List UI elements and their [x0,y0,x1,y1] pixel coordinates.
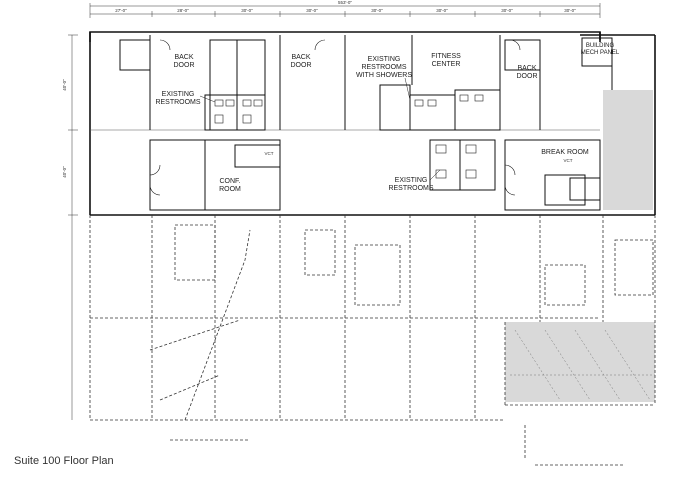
dimension-segment: 28'-0" [177,8,189,13]
room-label: EXISTING [368,56,401,63]
room-label: RESTROOMS [388,185,433,192]
vertical-dimension: 40'-0" [62,166,67,178]
room-label: BACK [517,65,536,72]
dimension-segment: 30'-0" [371,8,383,13]
leader-lines [199,77,441,181]
restroom-fixtures [214,94,484,179]
left-dimension-lines [68,34,78,420]
room-label: DOOR [291,62,312,69]
room-label: MECH PANEL [581,50,620,56]
room-label: WITH SHOWERS [356,72,412,79]
demolition-grid [89,215,656,466]
vertical-dimension: 40'-0" [62,79,67,91]
door-swings [149,39,521,196]
room-label: EXISTING [395,177,428,184]
room-label: EXISTING [162,91,195,98]
room-label: BUILDING [586,43,615,49]
shaded-area [505,90,655,402]
top-dimension-lines [89,3,601,18]
room-label: BREAK ROOM [541,149,589,156]
room-label: RESTROOMS [155,99,200,106]
dimension-segment: 30'-0" [306,8,318,13]
room-label: CONF. [220,178,241,185]
room-label: RESTROOMS [361,64,406,71]
room-label: BACK [174,54,193,61]
finish-note: VCT [564,158,573,163]
dimension-segment: 30'-0" [436,8,448,13]
plan-caption: Suite 100 Floor Plan [14,455,114,467]
shaded-hatch [510,329,655,401]
dimension-segment: 30'-0" [564,8,576,13]
dimension-segment: 27'-0" [115,8,127,13]
room-label: CENTER [432,61,461,68]
finish-note: VCT [265,151,274,156]
room-label: FITNESS [431,53,461,60]
svg-text:CONF.ROOM: CONF.ROOM [219,178,241,193]
overall-dimension: 553'-0" [338,0,352,5]
svg-text:BREAK ROOM: BREAK ROOM [541,149,589,156]
room-label: DOOR [517,73,538,80]
room-label: DOOR [174,62,195,69]
room-label: ROOM [219,186,241,193]
exterior-walls [89,31,656,216]
room-label: BACK [291,54,310,61]
dimension-segment: 30'-0" [501,8,513,13]
dimension-segment: 30'-0" [241,8,253,13]
